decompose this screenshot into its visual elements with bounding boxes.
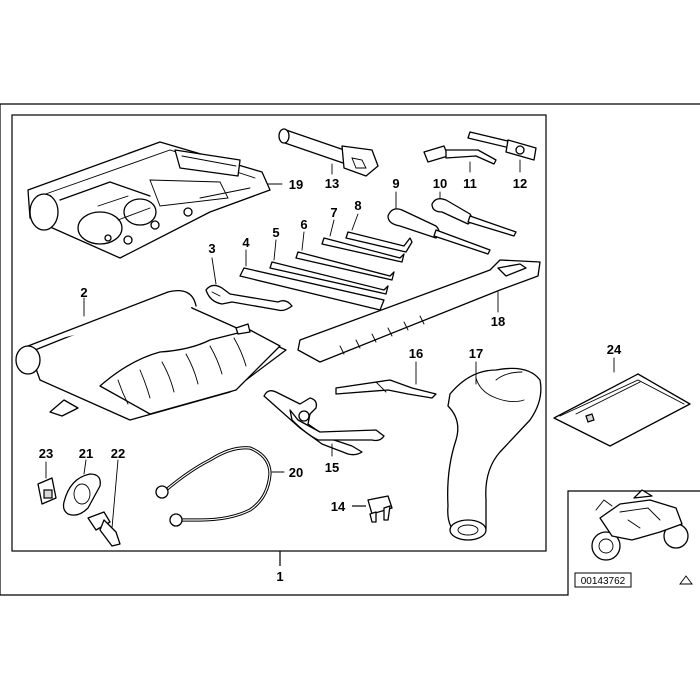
tire-lever[interactable] <box>297 259 541 363</box>
screwdriver-cross[interactable] <box>431 198 517 237</box>
callout-18: 18 <box>491 314 505 329</box>
thumbnail-reference: 00143762 <box>581 576 626 587</box>
hex-key-7[interactable] <box>321 237 405 263</box>
callout-20: 20 <box>289 465 303 480</box>
callout-11: 11 <box>463 176 477 191</box>
callout-3: 3 <box>208 241 215 256</box>
fuse[interactable] <box>367 495 393 523</box>
callout-15: 15 <box>325 460 339 475</box>
triangle-icon <box>679 575 693 585</box>
document-pouch[interactable] <box>553 373 691 447</box>
callout-24: 24 <box>607 342 622 357</box>
callout-23: 23 <box>39 446 53 461</box>
tool-roll-open[interactable] <box>15 289 287 421</box>
tool-roll-assembled[interactable] <box>27 141 271 259</box>
combination-pliers[interactable] <box>263 390 385 456</box>
extension-bar[interactable] <box>505 139 537 161</box>
callout-21: 21 <box>79 446 93 461</box>
callout-16: 16 <box>409 346 423 361</box>
hex-key-t-handle[interactable] <box>423 145 497 165</box>
callout-14: 14 <box>331 499 346 514</box>
hex-key-5[interactable] <box>269 261 389 295</box>
callout-9: 9 <box>392 176 399 191</box>
callout-12: 12 <box>513 176 527 191</box>
clip-nut[interactable] <box>37 477 57 505</box>
callout-7: 7 <box>330 205 337 220</box>
feeler-gauge[interactable] <box>335 379 437 399</box>
motorcycle-icon <box>591 489 689 561</box>
callout-8: 8 <box>354 198 361 213</box>
callout-17: 17 <box>469 346 483 361</box>
rubber-sleeve[interactable] <box>447 367 542 541</box>
inner-frame <box>11 114 547 552</box>
hex-key-8[interactable] <box>345 231 413 253</box>
callout-13: 13 <box>325 176 339 191</box>
callout-1: 1 <box>276 569 283 584</box>
callout-10: 10 <box>433 176 447 191</box>
hex-bolt[interactable] <box>87 511 121 547</box>
ground-cable[interactable] <box>155 446 272 527</box>
callout-4: 4 <box>242 235 250 250</box>
box-socket-wrench[interactable] <box>278 128 379 177</box>
callout-5: 5 <box>272 225 279 240</box>
strap-bracket[interactable] <box>62 473 101 516</box>
screwdriver-flat[interactable] <box>387 208 491 255</box>
open-end-wrench[interactable] <box>205 284 293 312</box>
thumbnail-ref-box <box>574 572 632 588</box>
callout-22: 22 <box>111 446 125 461</box>
callout-2: 2 <box>80 285 87 300</box>
callout-19: 19 <box>289 177 303 192</box>
hex-key-6[interactable] <box>295 251 395 281</box>
callout-6: 6 <box>300 217 307 232</box>
outer-frame <box>0 103 700 596</box>
pin-spanner[interactable] <box>467 131 513 149</box>
